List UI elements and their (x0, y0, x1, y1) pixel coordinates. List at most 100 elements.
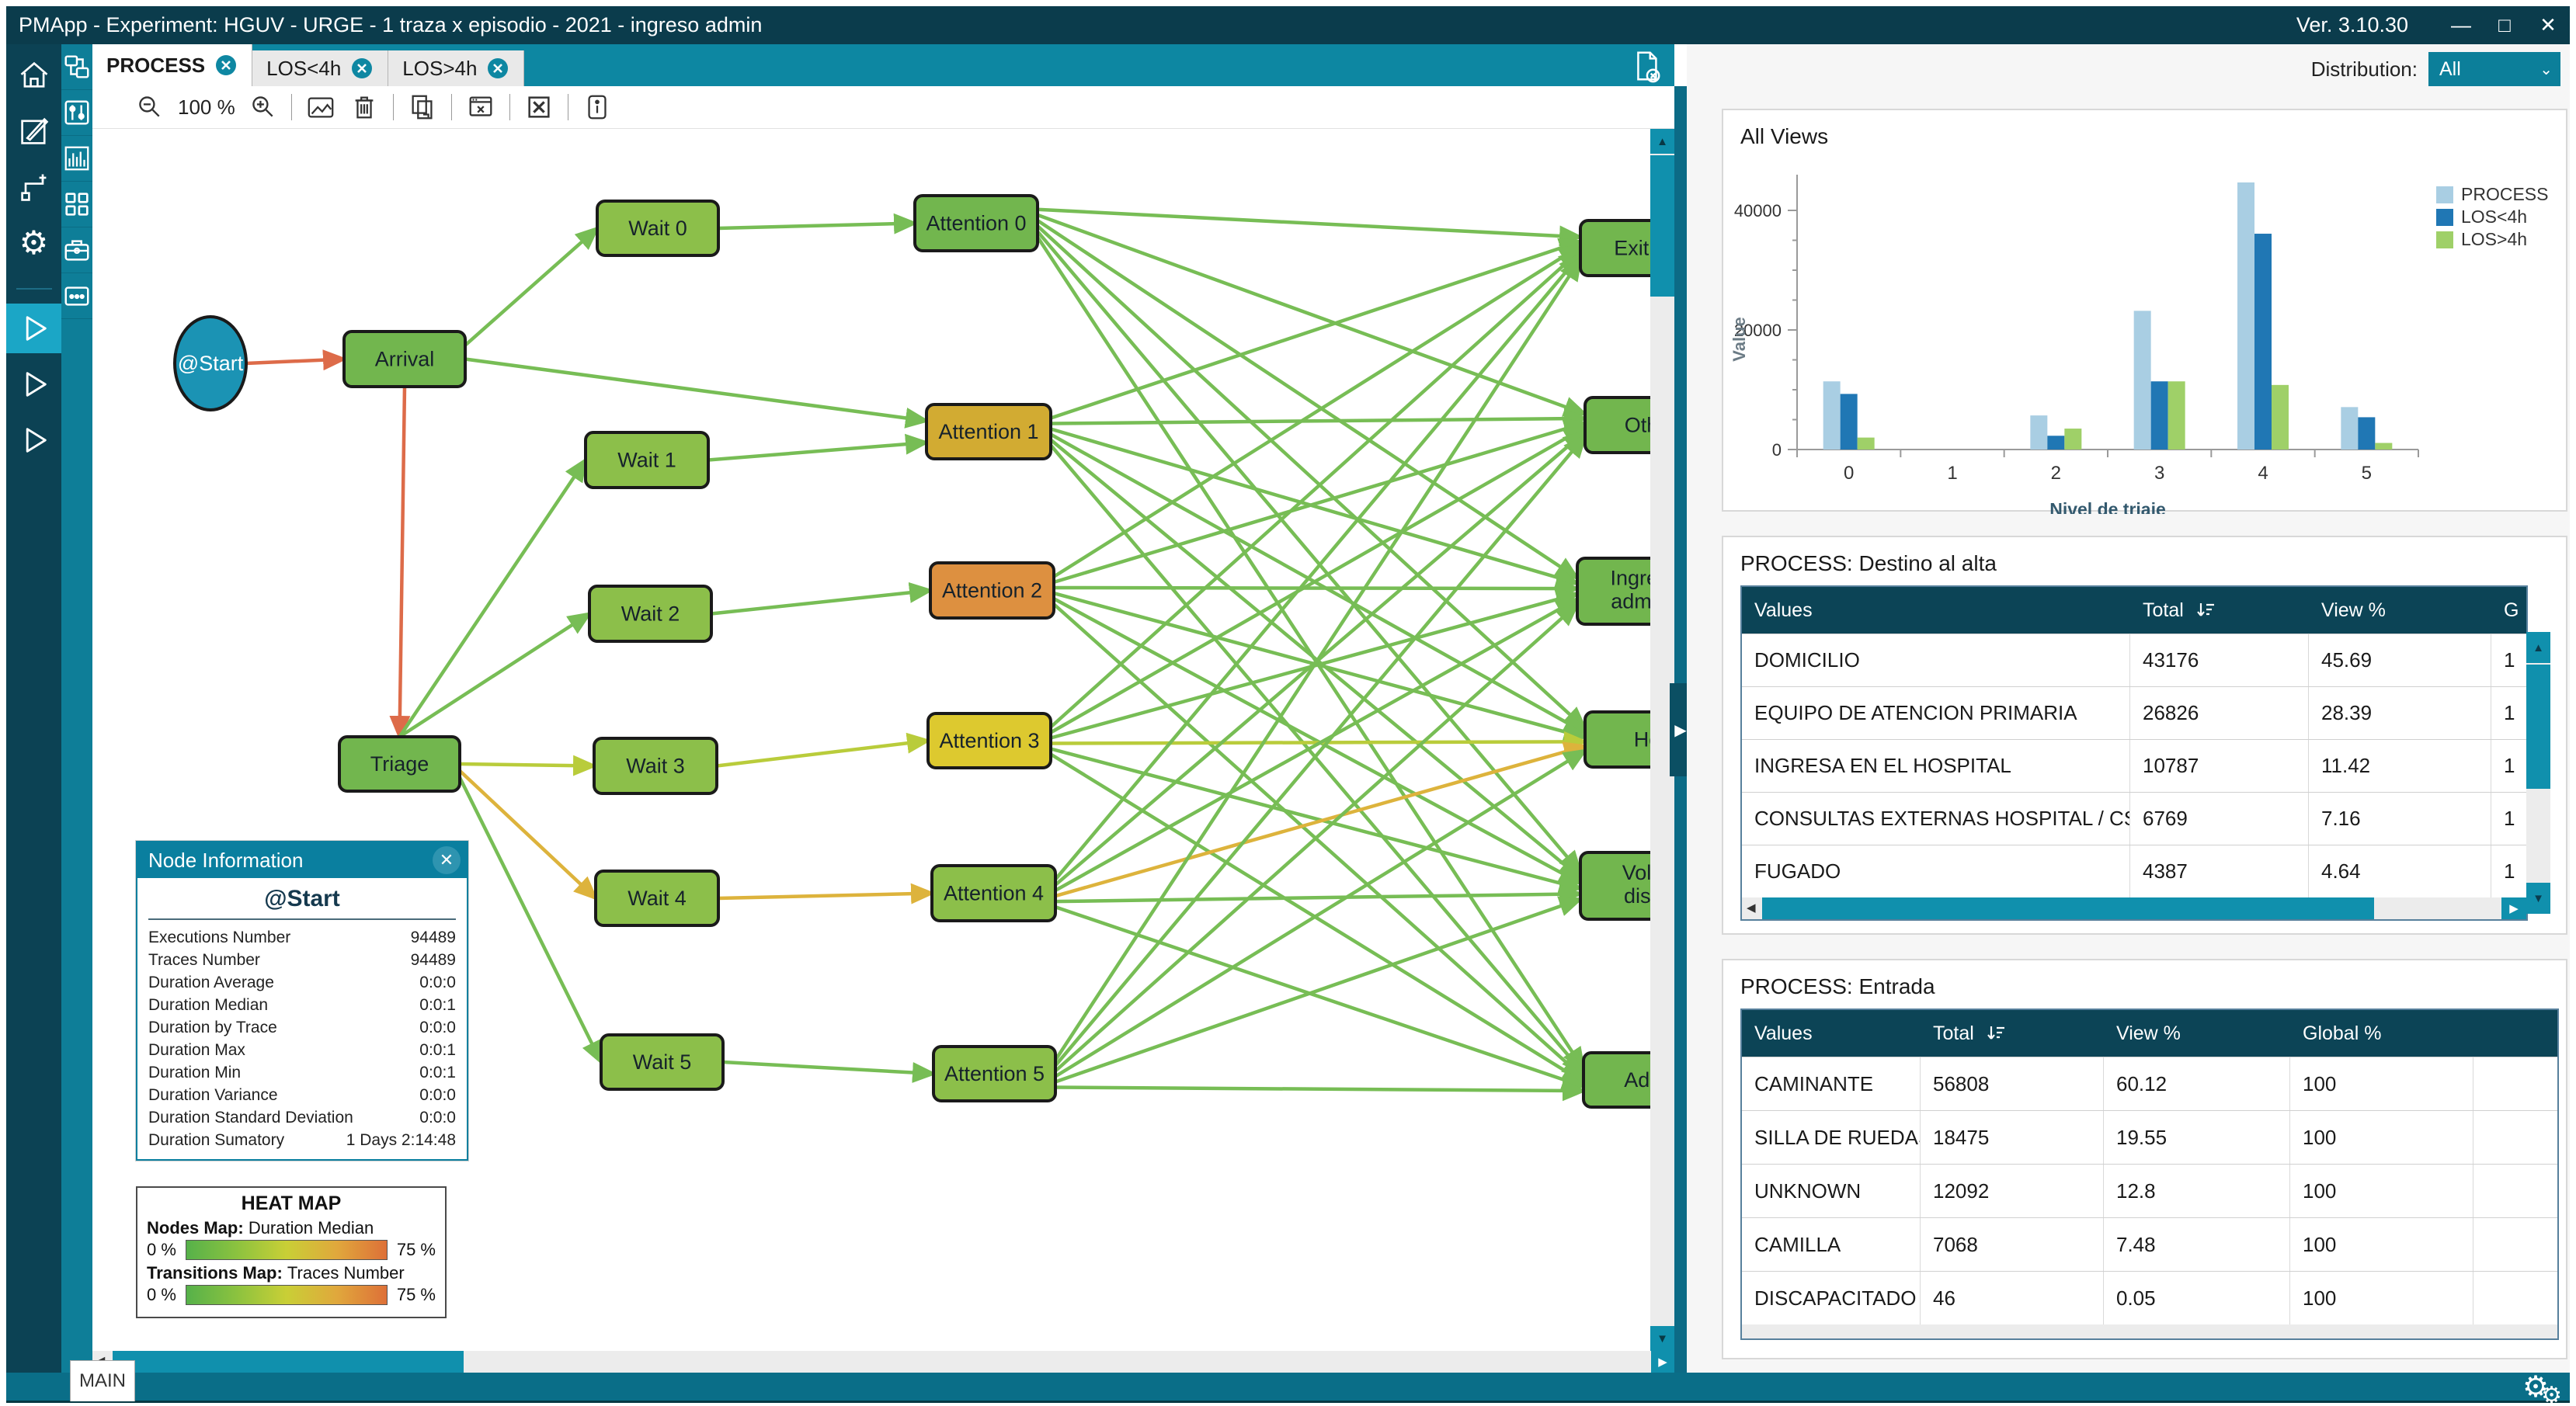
play-icon[interactable] (6, 359, 61, 409)
column-header-Values[interactable]: Values (1742, 599, 2130, 622)
column-label: View % (2321, 599, 2386, 621)
column-label: View % (2116, 1022, 2181, 1044)
diagram-node-attention3[interactable]: Attention 3 (926, 712, 1052, 769)
export-window-icon[interactable] (466, 92, 495, 122)
column-header-View %[interactable]: View % (2104, 1022, 2290, 1045)
cell: 0.05 (2104, 1272, 2290, 1324)
column-header-G[interactable]: G (2491, 599, 2526, 622)
edit-icon[interactable] (6, 106, 61, 156)
canvas-horizontal-scrollbar[interactable]: ◀ ▶ (92, 1351, 1674, 1373)
trash-icon[interactable] (349, 92, 379, 122)
info-icon[interactable] (582, 92, 612, 122)
tab-close-icon[interactable] (350, 57, 374, 80)
table-horizontal-scrollbar[interactable]: ◀▶ (1742, 897, 2526, 919)
scroll-up-icon[interactable]: ▲ (1650, 129, 1674, 154)
diagram-node-start[interactable]: @Start (173, 315, 248, 411)
toolbox-icon[interactable] (61, 227, 92, 273)
diagram-node-wait5[interactable]: Wait 5 (600, 1033, 725, 1091)
home-icon[interactable] (6, 50, 61, 100)
table-vertical-scrollbar[interactable]: ▲▼ (2526, 632, 2550, 914)
stat-value: 94489 (410, 951, 456, 969)
close-icon[interactable]: ✕ (2539, 13, 2557, 36)
diagram-node-triage[interactable]: Triage (338, 735, 461, 793)
scroll-right-icon[interactable]: ▶ (2501, 897, 2526, 919)
filters-icon[interactable] (61, 90, 92, 136)
sort-desc-icon[interactable] (1985, 1023, 2005, 1043)
zoom-out-icon[interactable] (136, 93, 164, 121)
bar-LOS>4h-4 (2272, 384, 2289, 450)
image-icon[interactable] (306, 92, 335, 122)
document-close-icon[interactable] (1628, 48, 1663, 88)
process-canvas[interactable]: @Start Arrival Wait 0 Attention 0 Wait 1 Atte… (92, 129, 1650, 1351)
scroll-right-icon[interactable]: ▶ (1651, 1351, 1674, 1373)
sort-desc-icon[interactable] (2195, 600, 2215, 620)
distribution-select[interactable]: All ⌄ (2428, 52, 2560, 86)
scrollbar-thumb[interactable] (1762, 897, 2374, 919)
tab-close-icon[interactable] (214, 54, 238, 77)
copy-icon[interactable] (408, 92, 437, 122)
grid-icon[interactable] (61, 182, 92, 227)
settings-icon[interactable]: ⚙ (19, 224, 49, 261)
scroll-down-icon[interactable]: ▼ (1650, 1326, 1674, 1351)
main-view-tab[interactable]: MAIN (70, 1360, 135, 1401)
gears-icon[interactable]: ⚙⚙ (2522, 1371, 2562, 1406)
diagram-node-adm[interactable]: Adm (1582, 1051, 1650, 1109)
diagram-node-wait1[interactable]: Wait 1 (584, 431, 710, 489)
diagram-node-arrival[interactable]: Arrival (342, 330, 467, 388)
close-icon[interactable]: ✕ (433, 846, 461, 874)
diagram-node-wait0[interactable]: Wait 0 (596, 200, 720, 257)
column-header-Total[interactable]: Total (2130, 599, 2309, 622)
more-icon[interactable] (61, 273, 92, 319)
diagram-node-ingreso[interactable]: Ingresadmin (1576, 557, 1650, 626)
diagram-node-ho[interactable]: Ho (1583, 710, 1650, 769)
minimize-icon[interactable]: — (2451, 13, 2471, 36)
scrollbar-thumb[interactable] (113, 1351, 464, 1373)
tab-process[interactable]: PROCESS (92, 44, 253, 86)
diagram-node-wait2[interactable]: Wait 2 (588, 585, 713, 643)
diagram-node-attention5[interactable]: Attention 5 (932, 1045, 1057, 1102)
scroll-up-icon[interactable]: ▲ (2526, 632, 2550, 663)
diagram-node-wait4[interactable]: Wait 4 (594, 870, 720, 927)
diagram-node-attention1[interactable]: Attention 1 (925, 403, 1052, 460)
route-icon[interactable] (6, 162, 61, 212)
play-icon[interactable] (6, 415, 61, 465)
chart-icon[interactable] (61, 136, 92, 182)
diagram-node-attention0[interactable]: Attention 0 (913, 194, 1039, 252)
diagram-node-wait3[interactable]: Wait 3 (593, 737, 718, 795)
play-icon[interactable] (6, 304, 61, 353)
column-header-Global %[interactable]: Global % (2290, 1022, 2473, 1045)
scroll-left-icon[interactable]: ◀ (1747, 901, 1756, 915)
diagram-node-other[interactable]: Othe (1583, 396, 1650, 454)
excel-icon[interactable] (524, 92, 554, 122)
zoom-in-icon[interactable] (249, 93, 277, 121)
diagram-node-attention2[interactable]: Attention 2 (929, 561, 1055, 620)
column-header-Values[interactable]: Values (1742, 1022, 1921, 1045)
maximize-icon[interactable]: □ (2498, 13, 2511, 36)
diagram-node-attention4[interactable]: Attention 4 (930, 864, 1057, 922)
tab-los<4h[interactable]: LOS<4h (252, 50, 389, 86)
scroll-down-icon[interactable]: ▼ (2526, 883, 2550, 914)
diagram-node-vol[interactable]: Voludisc (1579, 851, 1650, 921)
edge-triage-wait3 (459, 755, 598, 776)
column-header-View %[interactable]: View % (2309, 599, 2491, 622)
tab-close-icon[interactable] (486, 57, 509, 80)
scrollbar-thumb[interactable] (2526, 665, 2550, 789)
svg-text:Voludisc: Voludisc (1622, 861, 1650, 908)
column-header-Total[interactable]: Total (1921, 1022, 2104, 1045)
diagram-node-exitus[interactable]: Exitus (1579, 219, 1650, 277)
tab-los>4h[interactable]: LOS>4h (388, 50, 525, 86)
process-model-icon[interactable] (61, 44, 92, 90)
edge-attention0-exitus (1037, 207, 1584, 247)
tool-sidebar (61, 44, 92, 1401)
scrollbar-thumb[interactable] (1650, 155, 1674, 297)
